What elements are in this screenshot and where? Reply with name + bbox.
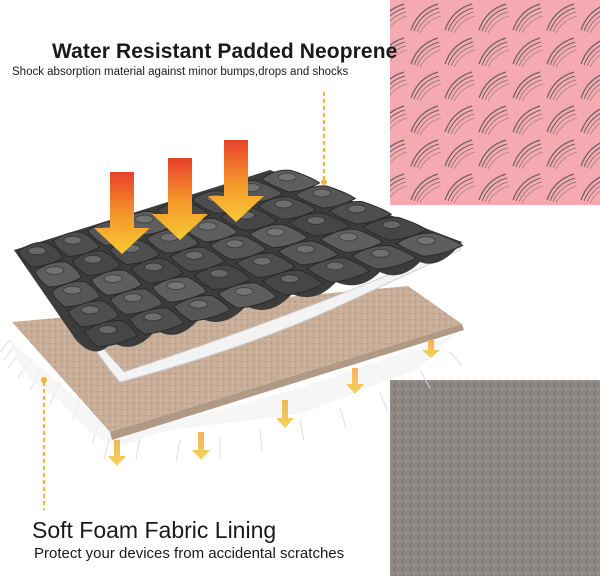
padded-cell-highlight [312, 188, 332, 198]
neoprene-padded-layer [14, 169, 464, 352]
lining-title: Soft Foam Fabric Lining [32, 517, 277, 543]
padded-cell-highlight [280, 274, 300, 284]
padded-cell-highlight [371, 248, 391, 258]
padded-cell-highlight [265, 227, 285, 237]
padded-cell-highlight [80, 305, 100, 315]
padded-cell-highlight [338, 232, 358, 242]
padded-cell-highlight [144, 262, 164, 272]
padded-cell-highlight [62, 285, 82, 295]
padded-cell-highlight [381, 220, 401, 230]
padded-cell-highlight [63, 235, 83, 245]
padded-cell-highlight [166, 281, 186, 291]
padded-cell-highlight [209, 268, 229, 278]
padded-cell-highlight [98, 325, 118, 335]
padded-cell-highlight [306, 215, 326, 225]
padded-cell-highlight [416, 236, 436, 246]
lining-subtitle: Protect your devices from accidental scr… [34, 545, 345, 562]
padded-cell-highlight [234, 286, 254, 296]
padded-cell-highlight [143, 312, 163, 322]
padded-cell-highlight [347, 204, 367, 214]
padded-cell-highlight [123, 293, 143, 303]
padded-cell-highlight [197, 221, 217, 231]
padded-cell-highlight [325, 261, 345, 271]
neoprene-subtitle: Shock absorption material against minor … [12, 66, 349, 78]
pressure-arrow-3 [208, 140, 264, 222]
neoprene-title: Water Resistant Padded Neoprene [52, 40, 398, 63]
padded-cell-highlight [27, 246, 47, 256]
padded-cell-highlight [225, 239, 245, 249]
padded-cell-highlight [252, 256, 272, 266]
pressure-arrow-2 [152, 158, 208, 240]
padded-cell-highlight [45, 265, 65, 275]
padded-cell-highlight [184, 250, 204, 260]
pink-neoprene-swatch [390, 0, 600, 205]
padded-cell-highlight [134, 214, 154, 224]
padded-cell-highlight [274, 199, 294, 209]
small-arrows [108, 340, 440, 466]
gray-foam-swatch [390, 380, 600, 576]
padded-cell-highlight [189, 299, 209, 309]
padded-cell-highlight [277, 172, 297, 182]
padded-cell-highlight [295, 244, 315, 254]
padded-cell-highlight [83, 254, 103, 264]
padded-cell-highlight [103, 274, 123, 284]
pressure-arrow-1 [94, 172, 150, 254]
